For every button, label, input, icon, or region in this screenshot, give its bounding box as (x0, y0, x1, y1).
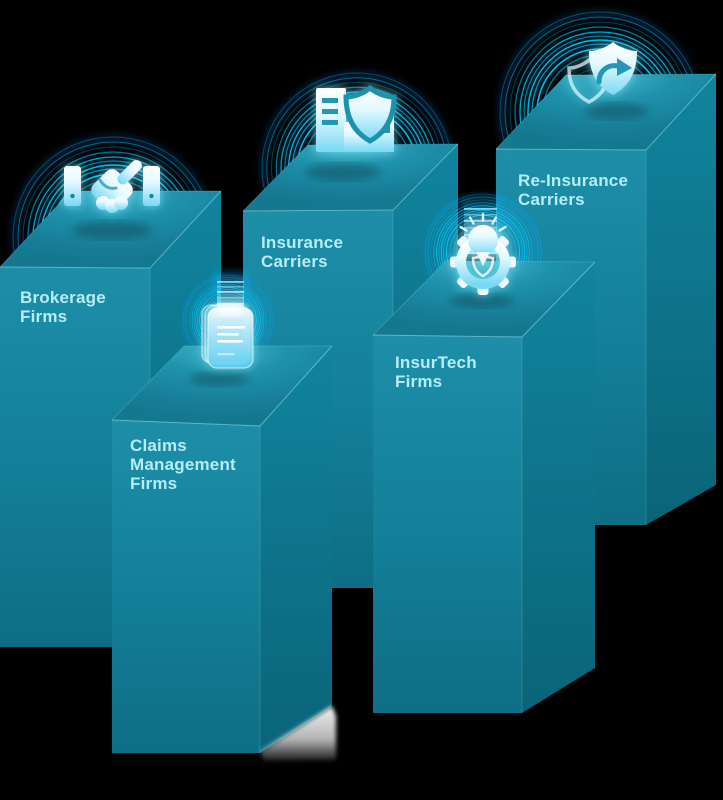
building-window (322, 120, 338, 125)
label-line: Re-Insurance (518, 171, 629, 190)
bulb-rays (459, 212, 507, 232)
knuckle (114, 196, 128, 210)
left-cuff (64, 166, 81, 206)
right-cuff (143, 166, 160, 206)
arm-diagonal (117, 160, 142, 185)
documents-icon (201, 304, 254, 369)
label-line: Brokerage (20, 288, 106, 307)
pillar-top-face (112, 346, 332, 426)
beam-line (217, 286, 244, 288)
document-sheet-front (207, 307, 254, 369)
beam-line (217, 303, 244, 305)
icon-shadow (189, 372, 249, 386)
label-line: Firms (20, 307, 68, 326)
document-text-line (217, 353, 235, 356)
edge-highlight (495, 73, 717, 151)
inner-shield (471, 252, 495, 278)
icon-shadow (450, 294, 514, 308)
label-line: Insurance (261, 233, 344, 252)
edge-highlight (0, 190, 222, 269)
edge-highlight (372, 261, 596, 338)
shield-arrow-icon (567, 42, 637, 104)
label-line: Management (130, 455, 236, 474)
label-claims-management-firms: Claims Management Firms (130, 436, 236, 493)
pillar-side-face (522, 262, 595, 713)
pillar-insurtech-firms (372, 194, 596, 713)
label-brokerage-firms: Brokerage Firms (20, 288, 106, 326)
cuff-dot (149, 193, 154, 199)
edge-highlight-back (111, 345, 332, 421)
label-line: Carriers (261, 252, 328, 271)
beam-line (464, 214, 497, 216)
pillar-side-face (260, 346, 332, 753)
building-shield-icon (316, 84, 397, 152)
edge-highlight-back (495, 73, 717, 150)
bulb (468, 225, 498, 255)
pillar-side-face (646, 74, 716, 525)
pillar-claims-management-firms (111, 271, 336, 761)
arrow-head (617, 58, 632, 76)
beam-line (464, 220, 497, 222)
label-line: Firms (395, 372, 443, 391)
document-text-line (217, 340, 243, 343)
document-text-line (217, 326, 245, 329)
label-line: Claims (130, 436, 187, 455)
pillar-front-face (112, 420, 260, 753)
label-line: Firms (130, 474, 178, 493)
document-text-line (217, 333, 239, 336)
label-insurance-carriers: Insurance Carriers (261, 233, 343, 271)
gear-lightbulb-icon (450, 212, 516, 295)
edge-highlight (111, 345, 333, 427)
handshake-icon (64, 160, 160, 213)
shield-shape (343, 84, 397, 144)
icon-shadow (72, 221, 152, 239)
label-insurtech-firms: InsurTech Firms (395, 353, 477, 391)
label-line: InsurTech (395, 353, 477, 372)
label-line: Carriers (518, 190, 585, 209)
arrow-curve (596, 63, 621, 85)
edge-highlight-back (372, 260, 596, 336)
icon-shadow (305, 163, 381, 181)
bulb-base (476, 252, 490, 266)
edge-highlight-back (242, 143, 459, 212)
pillar-front-face (373, 335, 522, 713)
floor-glow (260, 706, 336, 761)
icon-shadow (584, 103, 648, 119)
beam-line (464, 208, 497, 210)
building-window (322, 109, 338, 114)
label-reinsurance-carriers: Re-Insurance Carriers (518, 171, 628, 209)
edge-highlight (242, 143, 459, 212)
beam-line (217, 281, 244, 283)
document-top-glow (214, 304, 246, 316)
thumb-crease (98, 178, 118, 190)
beam-line (217, 291, 244, 293)
beam-line (217, 297, 244, 299)
cuff-dot (70, 193, 75, 199)
building-window (322, 98, 338, 103)
